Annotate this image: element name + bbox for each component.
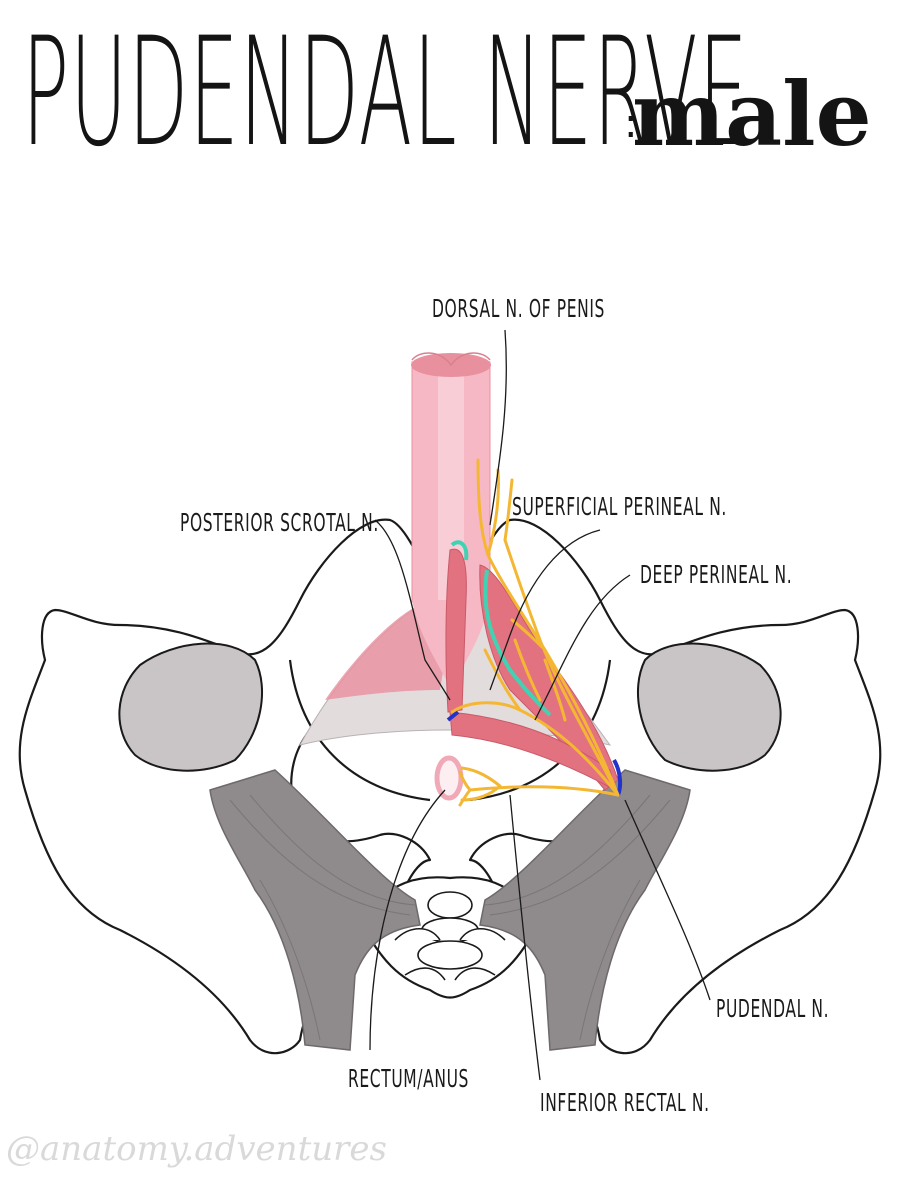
- anus: [437, 758, 461, 798]
- bulbospongiosus-muscle: [446, 549, 466, 712]
- label-superficial-perineal: SUPERFICIAL PERINEAL N.: [512, 494, 727, 519]
- label-inferior-rectal: INFERIOR RECTAL N.: [540, 1090, 710, 1115]
- label-pudendal-nerve: PUDENDAL N.: [716, 996, 829, 1021]
- label-deep-perineal: DEEP PERINEAL N.: [640, 562, 792, 587]
- label-dorsal-nerve: DORSAL N. OF PENIS: [432, 296, 605, 321]
- watermark: @anatomy.adventures: [6, 1132, 387, 1166]
- label-rectum-anus: RECTUM/ANUS: [348, 1066, 469, 1091]
- label-posterior-scrotal: POSTERIOR SCROTAL N.: [180, 510, 379, 535]
